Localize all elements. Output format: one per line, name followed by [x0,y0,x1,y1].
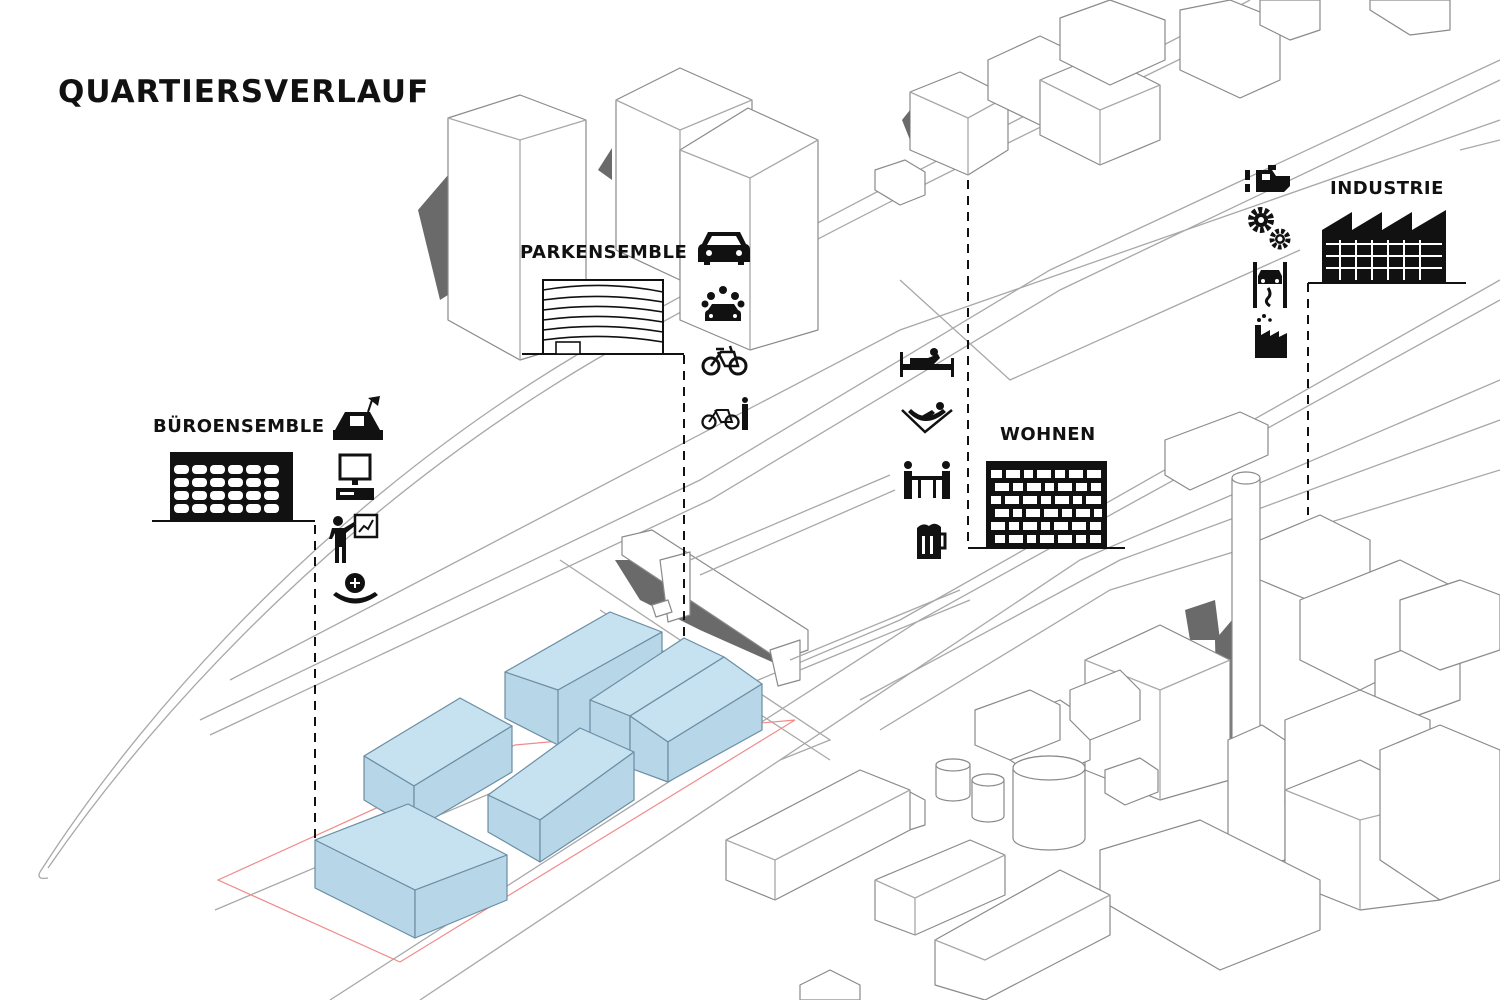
zone-label-wohnen: WOHNEN [1000,424,1096,445]
residential-blocks [874,0,1451,206]
bridge-structure [615,474,971,687]
presentation-icon [329,513,379,563]
parking-building-pictogram [522,279,684,355]
canteen-icon [333,573,378,604]
leader-lines [314,180,1309,840]
beer-icon [917,523,947,559]
desk-lamp-icon [333,396,383,440]
carpool-icon [701,286,745,321]
zone-label-bueroensemble: BÜROENSEMBLE [153,416,325,437]
industrial-area [887,411,1500,971]
lower-blocks [725,769,1111,1000]
office-building-pictogram [152,452,315,522]
machine-icon [1245,165,1290,192]
zone-label-parkensemble: PARKENSEMBLE [520,242,688,263]
zone-label-industrie: INDUSTRIE [1330,178,1444,199]
bicycle-icon [701,345,748,376]
bed-icon [900,348,954,377]
gears-icon [1248,207,1291,250]
computer-icon [336,453,374,500]
factory-icon [1255,314,1287,358]
project-blocks [314,611,763,939]
diagram-title: QUARTIERSVERLAUF [58,74,430,110]
hammock-icon [901,402,953,434]
car-icon [698,232,750,265]
housing-building-pictogram [968,461,1125,549]
factory-building-pictogram [1308,210,1466,284]
car-lift-icon [1253,262,1287,308]
table-meeting-icon [904,461,950,499]
bike-repair-icon [701,397,748,430]
